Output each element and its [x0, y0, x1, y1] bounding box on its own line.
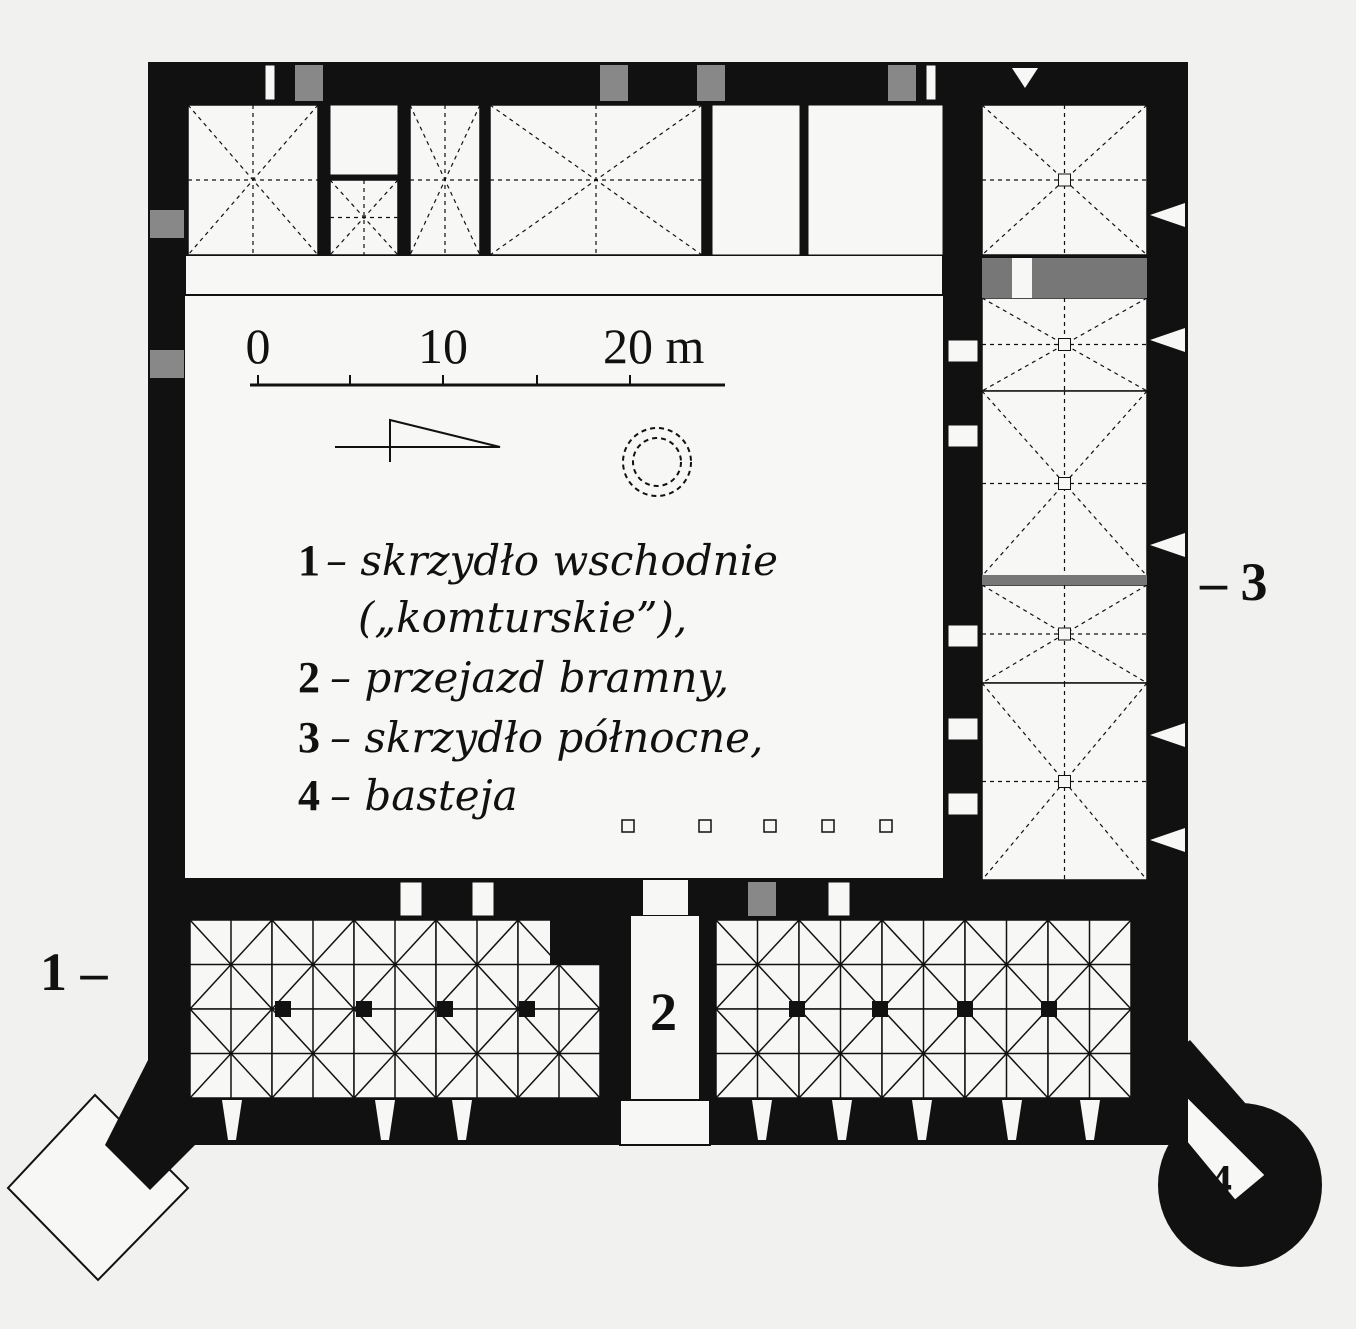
gate-entrance-inner	[643, 880, 688, 915]
hatched-loophole	[748, 882, 776, 916]
window-opening	[947, 339, 979, 363]
north-arrow-icon	[335, 418, 501, 462]
loophole	[832, 1100, 852, 1140]
vault-boss	[1058, 627, 1071, 641]
vault-boss	[1058, 477, 1071, 490]
loophole	[752, 1100, 772, 1140]
legend-num-1: 1	[298, 536, 320, 585]
window-opening	[947, 624, 979, 648]
legend: 1 – skrzydło wschodnie („komturskie”), 2…	[298, 536, 778, 820]
window-opening	[399, 881, 423, 917]
loophole	[1150, 723, 1185, 747]
courtyard-pillars	[621, 819, 893, 833]
loophole	[1002, 1100, 1022, 1140]
room	[329, 104, 399, 176]
stair-block	[550, 915, 610, 965]
hatched-loophole	[150, 350, 184, 378]
hatched-partition	[982, 258, 1147, 298]
hatched-loophole	[150, 210, 184, 238]
loophole	[452, 1100, 472, 1140]
east-wing-rooms	[189, 915, 1132, 1099]
pillar	[1041, 1001, 1057, 1017]
north-wing-rooms	[981, 104, 1148, 881]
window-opening	[827, 881, 851, 917]
pillar-base	[821, 819, 835, 833]
hatched-loophole	[295, 65, 323, 101]
window-opening	[264, 64, 276, 101]
wall-openings	[150, 64, 1185, 1140]
window-opening	[471, 881, 495, 917]
hatched-partition	[982, 575, 1147, 585]
hatched-loophole	[888, 65, 916, 101]
pillar-base	[698, 819, 712, 833]
scale-bar: 0 10 20 m	[246, 318, 725, 387]
top-rooms	[187, 104, 944, 256]
callout-wing-3: – 3	[1199, 552, 1268, 612]
window-opening	[947, 424, 979, 448]
room	[807, 104, 944, 256]
pillar	[275, 1001, 291, 1017]
hatched-loophole	[600, 65, 628, 101]
callout-bastion-4: 4	[1210, 1156, 1232, 1205]
loophole	[222, 1100, 242, 1140]
callout-gate-2: 2	[650, 982, 677, 1042]
vault-rib	[981, 104, 1148, 256]
legend-num-4: 4	[298, 771, 320, 820]
gate-entrance-outer	[619, 1099, 711, 1146]
scale-tick-10: 10	[418, 318, 468, 374]
room	[711, 104, 801, 256]
pillar-base	[621, 819, 635, 833]
legend-text-1: – skrzydło wschodnie	[326, 536, 778, 585]
vault-boss	[1058, 173, 1071, 187]
window-opening	[925, 64, 937, 101]
partition-opening	[1012, 258, 1032, 298]
legend-num-2: 2	[298, 653, 320, 702]
scale-tick-20: 20 m	[603, 318, 705, 374]
hatched-loophole	[697, 65, 725, 101]
legend-text-2: – przejazd bramny,	[330, 653, 729, 702]
pillar	[356, 1001, 372, 1017]
window-opening	[947, 792, 979, 816]
pillar-base	[879, 819, 893, 833]
pillar	[789, 1001, 805, 1017]
top-corridor	[184, 254, 944, 296]
legend-text-1-cont: („komturskie”),	[358, 593, 687, 642]
legend-text-4: – basteja	[330, 771, 518, 820]
loophole	[375, 1100, 395, 1140]
loophole	[1150, 328, 1185, 352]
well-icon	[622, 427, 692, 497]
loophole	[1012, 68, 1038, 88]
scale-tick-0: 0	[246, 318, 271, 374]
vault-boss	[1058, 775, 1071, 788]
legend-num-3: 3	[298, 713, 320, 762]
pillar	[437, 1001, 453, 1017]
loophole	[1150, 533, 1185, 557]
legend-text-3: – skrzydło północne,	[330, 713, 763, 762]
loophole	[1150, 203, 1185, 227]
loophole	[1080, 1100, 1100, 1140]
gate-passage	[629, 914, 701, 1101]
pillar	[519, 1001, 535, 1017]
vault-boss	[1058, 338, 1071, 351]
window-opening	[947, 717, 979, 741]
callout-wing-1: 1 –	[40, 942, 109, 1002]
loophole	[1150, 828, 1185, 852]
loophole	[912, 1100, 932, 1140]
courtyard	[185, 295, 943, 878]
pillar	[872, 1001, 888, 1017]
pillar	[957, 1001, 973, 1017]
vault-rib	[981, 104, 1148, 256]
pillar-base	[763, 819, 777, 833]
